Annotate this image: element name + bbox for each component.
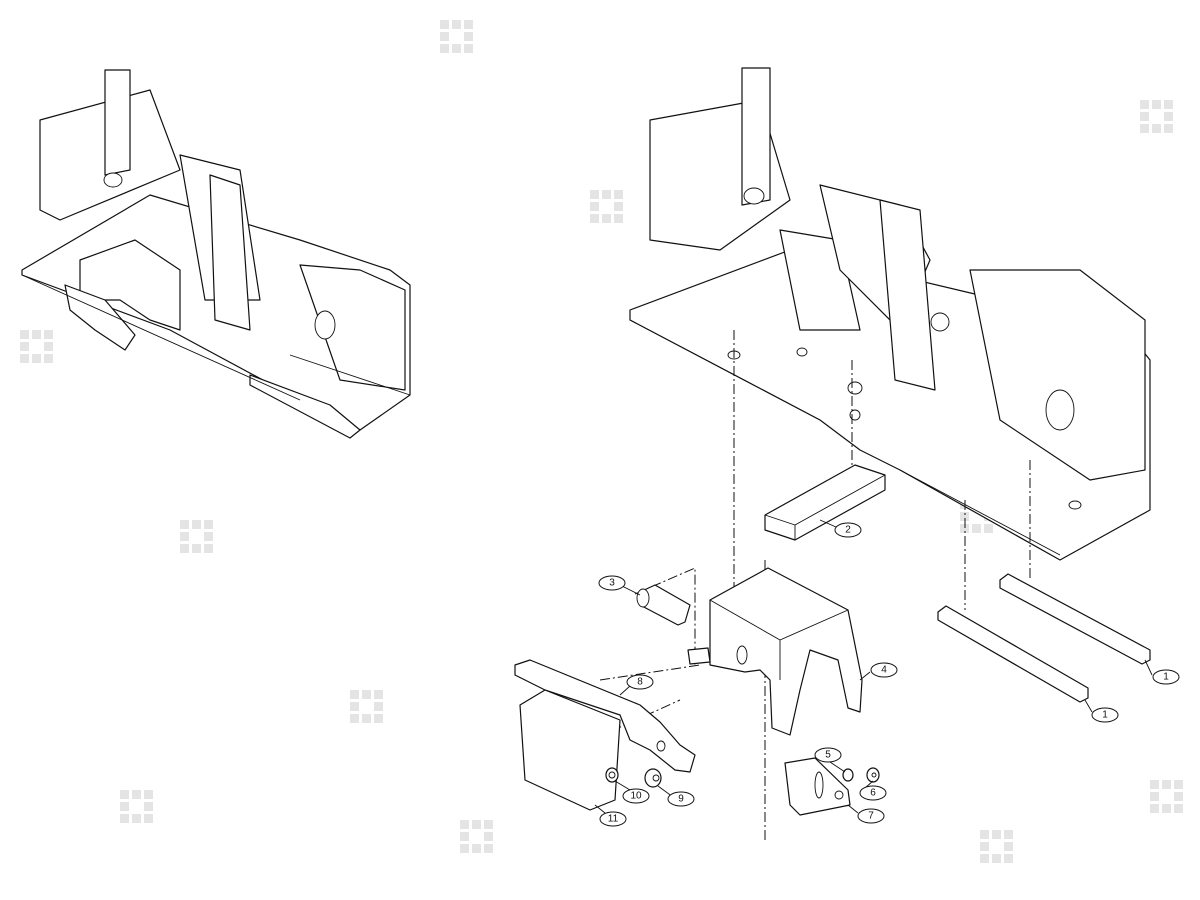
callout-3: 3 xyxy=(598,575,626,591)
part-3-pin xyxy=(636,584,691,626)
callout-4: 4 xyxy=(870,662,898,678)
callout-1-lower: 1 xyxy=(1091,707,1119,723)
part-10-nut xyxy=(605,767,619,783)
part-8-plate xyxy=(514,659,696,773)
callout-9: 9 xyxy=(667,791,695,807)
svg-text:11: 11 xyxy=(608,814,619,825)
callout-1-upper: 1 xyxy=(1152,669,1180,685)
svg-text:1: 1 xyxy=(1102,710,1108,721)
svg-text:7: 7 xyxy=(868,811,874,822)
part-4-bracket xyxy=(687,567,863,736)
part-1-rail-upper xyxy=(999,573,1151,665)
svg-text:4: 4 xyxy=(881,665,887,676)
part-7-plate xyxy=(784,757,851,816)
callout-11: 11 xyxy=(599,811,627,827)
svg-text:8: 8 xyxy=(637,677,643,688)
part-5-screw xyxy=(842,768,854,782)
svg-text:9: 9 xyxy=(678,794,684,805)
main-assembly xyxy=(629,67,1151,561)
svg-text:1: 1 xyxy=(1163,672,1169,683)
part-2-block xyxy=(764,464,886,541)
callout-8: 8 xyxy=(626,674,654,690)
part-1-rail-lower xyxy=(937,605,1089,703)
assembled-unit xyxy=(21,69,411,439)
svg-text:5: 5 xyxy=(825,750,831,761)
svg-text:3: 3 xyxy=(609,578,615,589)
callout-10: 10 xyxy=(622,788,650,804)
callout-6: 6 xyxy=(859,785,887,801)
part-11-cover xyxy=(519,689,621,811)
callout-2: 2 xyxy=(834,522,862,538)
callout-7: 7 xyxy=(857,808,885,824)
callout-5: 5 xyxy=(814,747,842,763)
svg-text:10: 10 xyxy=(630,791,642,802)
svg-text:6: 6 xyxy=(870,788,876,799)
part-6-washer xyxy=(866,767,880,783)
svg-text:2: 2 xyxy=(845,525,851,536)
part-9-collar xyxy=(644,768,662,788)
